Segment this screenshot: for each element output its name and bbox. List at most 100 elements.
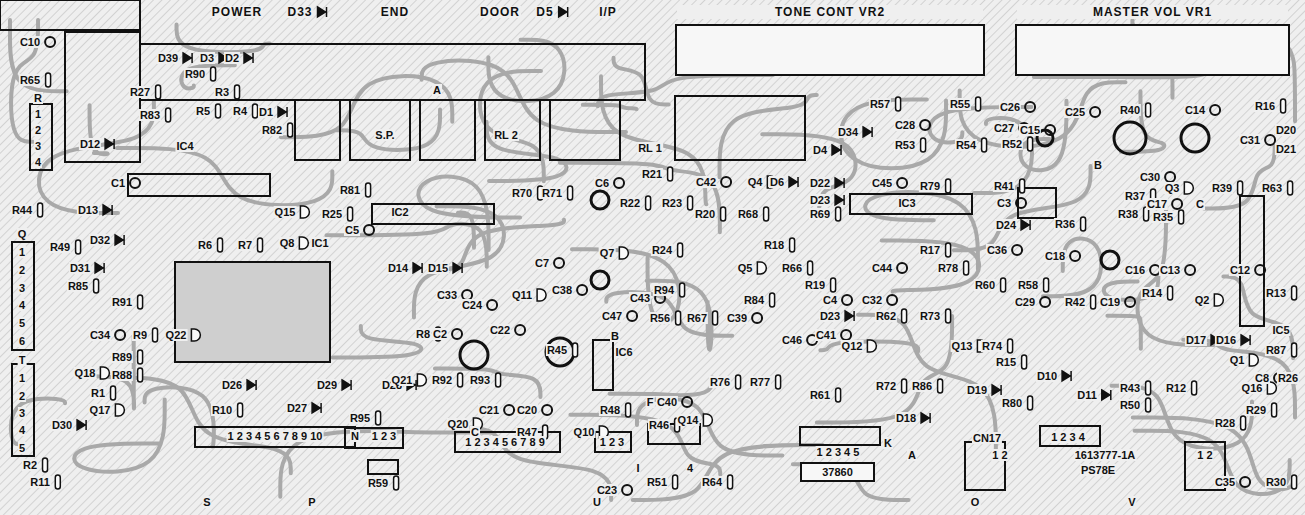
resistor-symbol	[1020, 179, 1025, 193]
component-label: R80	[1001, 397, 1023, 409]
resistor-symbol	[211, 67, 216, 81]
component-label: O	[970, 496, 981, 508]
component-housing: 37860	[800, 462, 875, 482]
component-label: R48	[599, 404, 621, 416]
component-label: R74	[981, 340, 1003, 352]
component-outline	[1240, 196, 1264, 326]
component-label: 1	[18, 246, 26, 258]
component-label: D14	[387, 262, 409, 274]
component-label: R36	[1054, 218, 1076, 230]
component-label: 4	[686, 462, 694, 474]
resistor-symbol	[138, 350, 143, 364]
component-label: Q16	[1241, 382, 1264, 394]
resistor-symbol	[678, 243, 683, 257]
component-label: R5	[195, 105, 211, 117]
component-label: R79	[919, 180, 941, 192]
resistor-symbol	[238, 403, 243, 417]
component-label: R14	[1141, 287, 1163, 299]
component-label: R59	[367, 477, 389, 489]
component-label: R72	[875, 380, 897, 392]
component-label: C29	[1014, 296, 1036, 308]
resistor-symbol	[1022, 355, 1027, 369]
component-label: R70	[511, 187, 533, 199]
component-label: R2	[22, 459, 38, 471]
part-heading: 37860	[802, 464, 873, 480]
component-label: D22	[809, 177, 831, 189]
capacitor-symbol	[487, 300, 497, 310]
component-outline	[345, 428, 403, 448]
component-label: R37	[1124, 190, 1146, 202]
capacitor-symbol	[504, 405, 514, 415]
component-label: U	[592, 496, 602, 508]
component-label: R22	[619, 197, 641, 209]
component-label: R16	[1254, 100, 1276, 112]
resistor-symbol	[366, 183, 371, 197]
component-label: IC3	[897, 197, 916, 209]
resistor-symbol	[1146, 398, 1151, 412]
resistor-symbol	[235, 85, 240, 99]
component-label: IC6	[614, 346, 633, 358]
resistor-symbol	[496, 373, 501, 387]
resistor-symbol	[156, 85, 161, 99]
component-label: 1 2 3	[371, 430, 397, 442]
component-label: R92	[431, 374, 453, 386]
component-label: R4	[232, 105, 248, 117]
resistor-symbol	[258, 238, 263, 252]
component-outline	[30, 104, 52, 170]
resistor-symbol	[938, 379, 943, 393]
diode-symbol	[863, 127, 872, 137]
component-label: R84	[743, 294, 765, 306]
diode-symbol	[105, 139, 114, 149]
component-label: C19	[1099, 296, 1121, 308]
capacitor-symbol	[842, 295, 852, 305]
component-label: R78	[937, 262, 959, 274]
transistor-symbol	[703, 414, 712, 426]
resistor-symbol	[1168, 286, 1173, 300]
component-label: D24	[995, 219, 1017, 231]
resistor-symbol	[1179, 210, 1184, 224]
component-label: D1	[258, 106, 274, 118]
resistor-symbol	[46, 73, 51, 87]
component-label: R21	[641, 168, 663, 180]
capacitor-symbol	[1040, 297, 1050, 307]
copper-trace	[480, 71, 544, 181]
component-label: R63	[1261, 182, 1283, 194]
component-label: R3	[214, 86, 230, 98]
component-label: 4	[18, 299, 26, 311]
component-label: R91	[111, 296, 133, 308]
component-label: Q14	[677, 414, 700, 426]
component-label: D12	[79, 138, 101, 150]
component-label: D21	[1275, 143, 1297, 155]
resistor-symbol	[713, 311, 718, 325]
component-outline	[295, 100, 340, 160]
capacitor-ring	[1181, 124, 1209, 152]
component-label: C25	[1064, 106, 1086, 118]
component-label: N	[350, 430, 360, 442]
copper-trace	[762, 134, 855, 215]
component-label: 5	[18, 317, 26, 329]
component-label: D20	[1275, 124, 1297, 136]
component-label: D16	[1215, 334, 1237, 346]
resistor-symbol	[253, 104, 258, 118]
component-label: C31	[1239, 134, 1261, 146]
copper-trace	[333, 326, 422, 357]
component-label: R35	[1152, 211, 1174, 223]
component-label: D26	[221, 379, 243, 391]
component-label: END	[380, 6, 410, 18]
resistor-symbol	[458, 373, 463, 387]
component-outline	[195, 427, 355, 447]
component-label: C3	[996, 197, 1012, 209]
part-heading: MASTER VOL VR1	[1017, 5, 1288, 19]
component-label: Q	[17, 228, 28, 240]
component-label: R90	[184, 68, 206, 80]
component-label: D31	[69, 262, 91, 274]
component-label: R61	[809, 389, 831, 401]
component-label: R85	[67, 280, 89, 292]
transistor-symbol	[757, 262, 766, 274]
component-label: C46	[781, 334, 803, 346]
resistor-symbol	[394, 476, 399, 490]
copper-trace	[960, 82, 1126, 147]
component-label: C42	[695, 176, 717, 188]
capacitor-symbol	[1125, 297, 1135, 307]
